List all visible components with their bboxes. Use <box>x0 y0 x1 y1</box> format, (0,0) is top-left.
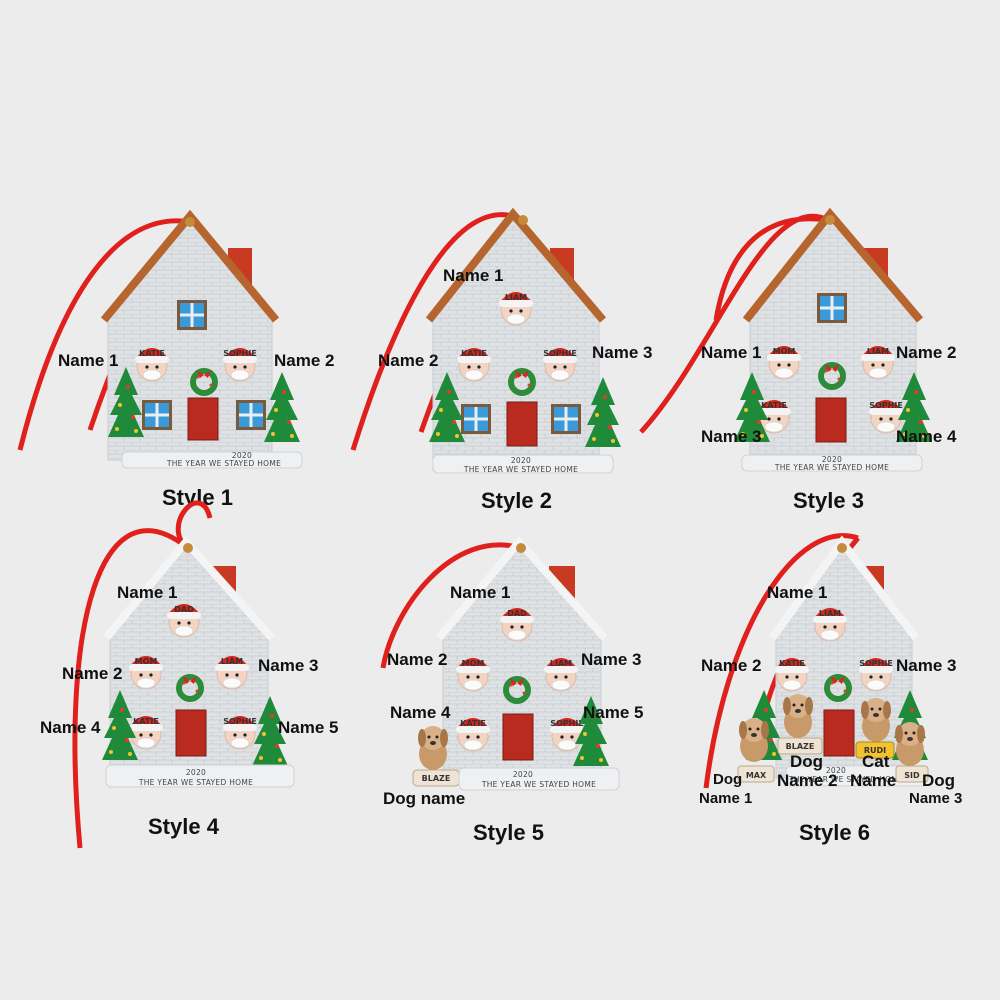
face-name-2: KATIE <box>461 349 487 358</box>
face-name-2: SOPHIE <box>223 349 257 358</box>
style-1-ornament-image: KATIE SOPHIE 2020 THE YEAR WE STAYED HOM… <box>17 209 303 469</box>
pet-label-2-line2: Name 2 <box>777 771 838 790</box>
style-title: Style 3 <box>793 488 864 513</box>
name-label-4: Name 4 <box>40 718 101 737</box>
name-label-5: Name 5 <box>583 703 644 722</box>
ornament-year: 2020 <box>511 456 531 465</box>
face-name-1: MOM <box>773 347 796 356</box>
name-label-2: Name 2 <box>896 343 957 362</box>
face-name-3: KATIE <box>761 401 787 410</box>
face-name-4: SOPHIE <box>869 401 903 410</box>
ornament-year: 2020 <box>232 451 252 460</box>
face-name-1: DAD <box>507 609 527 618</box>
face-name-4: KATIE <box>133 717 159 726</box>
pet-label-3-line2: Name <box>850 771 897 790</box>
name-label-1: Name 1 <box>443 266 504 285</box>
name-label-1: Name 1 <box>58 351 119 370</box>
face-name-1: DAD <box>174 605 194 614</box>
name-label-2: Name 2 <box>387 650 448 669</box>
pet-name-1: BLAZE <box>422 774 451 783</box>
style-title: Style 6 <box>799 820 870 845</box>
face-name-2: LIAM <box>867 347 889 356</box>
face-name-5: SOPHIE <box>550 719 584 728</box>
ornament-caption: THE YEAR WE STAYED HOME <box>166 459 281 468</box>
style-2-ornament-image: LIAM KATIE SOPHIE 2020 THE YEAR WE STAYE… <box>350 207 621 474</box>
style-6-panel: LIAM KATIE SOPHIE 2020 THE YEAR WE STAYE… <box>666 508 999 845</box>
face-name-1: KATIE <box>139 349 165 358</box>
name-label-3: Name 3 <box>592 343 653 362</box>
ornament-caption: THE YEAR WE STAYED HOME <box>788 775 903 784</box>
style-4-panel: DAD MOM LIAM KATIE SOPHIE 2020 THE YEAR … <box>0 500 338 849</box>
name-label-4: Name 4 <box>896 427 957 446</box>
style-title: Style 1 <box>162 485 233 510</box>
name-label-2: Name 2 <box>378 351 439 370</box>
name-label-1: Name 1 <box>117 583 178 602</box>
face-name-1: LIAM <box>505 293 527 302</box>
ornament-caption: THE YEAR WE STAYED HOME <box>138 778 253 787</box>
ornament-caption: THE YEAR WE STAYED HOME <box>774 463 889 472</box>
style-5-ornament-image: DAD MOM LIAM KATIE SOPHIE BLAZE 2020 THE… <box>380 535 620 791</box>
dog-name-label: Dog name <box>383 789 466 808</box>
style-title: Style 5 <box>473 820 544 845</box>
pet-label-4-line2: Name 3 <box>909 790 963 807</box>
style-3-panel: MOM LIAM KATIE SOPHIE 2020 THE YEAR WE S… <box>639 170 999 513</box>
name-label-3: Name 3 <box>896 656 957 675</box>
style-4-ornament-image: DAD MOM LIAM KATIE SOPHIE 2020 THE YEAR … <box>72 500 295 849</box>
face-name-3: LIAM <box>550 659 572 668</box>
name-label-2: Name 2 <box>62 664 123 683</box>
pet-label-2-line1: Dog <box>790 752 824 771</box>
pet-name-3: RUDI <box>864 746 886 755</box>
name-label-2: Name 2 <box>701 656 762 675</box>
name-label-1: Name 1 <box>450 583 511 602</box>
face-name-3: SOPHIE <box>543 349 577 358</box>
name-label-5: Name 5 <box>278 718 339 737</box>
ornament-year: 2020 <box>826 766 846 775</box>
style-6-ornament-image: LIAM KATIE SOPHIE 2020 THE YEAR WE STAYE… <box>703 533 929 789</box>
name-label-3: Name 3 <box>581 650 642 669</box>
face-name-3: SOPHIE <box>859 659 893 668</box>
name-label-1: Name 1 <box>767 583 828 602</box>
face-name-2: MOM <box>135 657 158 666</box>
ornament-year: 2020 <box>822 455 842 464</box>
style-title: Style 4 <box>148 814 219 839</box>
name-label-2: Name 2 <box>274 351 335 370</box>
name-label-3: Name 3 <box>701 427 762 446</box>
face-name-3: LIAM <box>221 657 243 666</box>
face-name-1: LIAM <box>819 609 841 618</box>
pet-name-2: BLAZE <box>786 742 815 751</box>
style-2-panel: LIAM KATIE SOPHIE 2020 THE YEAR WE STAYE… <box>333 170 666 513</box>
ornament-year: 2020 <box>513 770 533 779</box>
name-label-3: Name 3 <box>258 656 319 675</box>
name-label-4: Name 4 <box>390 703 451 722</box>
face-name-4: KATIE <box>460 719 486 728</box>
face-name-2: KATIE <box>779 659 805 668</box>
ornament-year: 2020 <box>186 768 206 777</box>
face-name-2: MOM <box>462 659 485 668</box>
pet-label-1-line1: Dog <box>713 771 743 788</box>
style-5-panel: DAD MOM LIAM KATIE SOPHIE BLAZE 2020 THE… <box>333 508 666 845</box>
ornament-caption: THE YEAR WE STAYED HOME <box>481 780 596 789</box>
pet-label-4-line1: Dog <box>922 771 956 790</box>
name-label-1: Name 1 <box>701 343 762 362</box>
style-title: Style 2 <box>481 488 552 513</box>
pet-label-3-line1: Cat <box>862 752 890 771</box>
pet-name-4: SID <box>904 771 920 780</box>
style-3-ornament-image: MOM LIAM KATIE SOPHIE 2020 THE YEAR WE S… <box>639 207 932 472</box>
pet-name-1: MAX <box>746 771 767 780</box>
pet-label-1-line2: Name 1 <box>699 790 753 807</box>
style-1-panel: KATIE SOPHIE 2020 THE YEAR WE STAYED HOM… <box>0 170 335 510</box>
ornament-caption: THE YEAR WE STAYED HOME <box>463 465 578 474</box>
face-name-5: SOPHIE <box>223 717 257 726</box>
